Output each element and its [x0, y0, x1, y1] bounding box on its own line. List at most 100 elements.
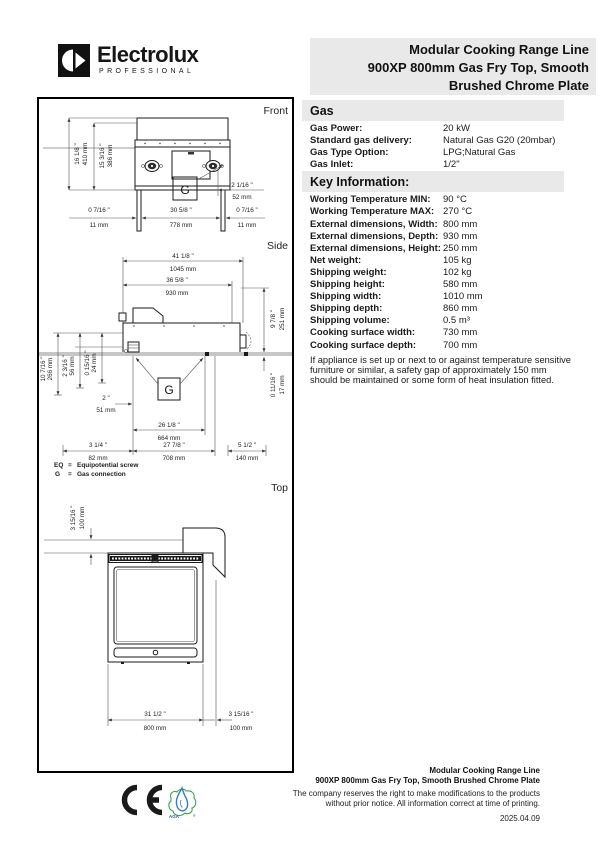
spec-value: 700 mm	[443, 339, 478, 351]
dim-label: 0 7/16 "	[88, 207, 110, 214]
dim-label: 11 mm	[238, 222, 257, 229]
aga-certification-icon: AGA ®	[165, 783, 199, 826]
spec-row: External dimensions, Height:250 mm	[302, 243, 564, 255]
dim-label: 2 3/16 "	[62, 355, 69, 377]
aga-label: AGA	[169, 814, 180, 819]
spec-row: Working Temperature MIN: 90 °C	[302, 194, 564, 206]
spec-value: 102 kg	[443, 266, 472, 278]
safety-note: If appliance is set up or next to or aga…	[310, 354, 571, 385]
spec-row: Shipping depth: 860 mm	[302, 303, 564, 315]
spec-label: External dimensions, Width:	[310, 218, 438, 230]
legend-g-value: Gas connection	[77, 471, 126, 478]
legend-g-sep: =	[68, 471, 72, 478]
dim-label: 9 7/8 "	[270, 310, 277, 328]
dim-label: 36 5/8 "	[166, 277, 188, 284]
footer-product-line-1: Modular Cooking Range Line	[429, 766, 540, 775]
footer-disclaimer-line-2: without prior notice. All information co…	[325, 798, 540, 808]
dim-label: 251 mm	[279, 308, 286, 331]
spec-value: 90 °C	[443, 194, 467, 206]
spec-label: Shipping depth:	[310, 303, 383, 315]
spec-label: Cooking surface width:	[310, 327, 416, 339]
gas-connection-callout: G	[180, 183, 189, 197]
spec-label: Shipping height:	[310, 279, 385, 291]
legend-g-key: G	[55, 471, 60, 478]
spec-value: 250 mm	[443, 242, 478, 254]
spec-value: 1010 mm	[443, 291, 483, 303]
spec-row: Gas Power:20 kW	[302, 123, 564, 135]
legend-eq-key: EQ	[54, 462, 63, 469]
gas-connection-callout: G	[164, 383, 173, 397]
spec-value: 20 kW	[443, 123, 470, 134]
title-line-1: Modular Cooking Range Line	[409, 42, 589, 57]
gas-section-header: Gas	[302, 100, 564, 121]
spec-label: Net weight:	[310, 254, 362, 266]
spec-value: 580 mm	[443, 279, 478, 291]
key-information-rows: Working Temperature MIN: 90 °C Working Te…	[302, 192, 564, 351]
side-view-drawing: Side 41 1/8 " 1045 mm 36 5/8 " 930 mm	[39, 240, 292, 462]
dim-label: 51 mm	[96, 407, 115, 414]
document-title: Modular Cooking Range Line 900XP 800mm G…	[310, 38, 596, 95]
dim-label: 2 1/16 "	[231, 182, 253, 189]
spec-value: 930 mm	[443, 230, 478, 242]
footer-product-line-2: 900XP 800mm Gas Fry Top, Smooth Brushed …	[315, 775, 540, 785]
dim-label: 800 mm	[144, 725, 167, 732]
dim-label: 386 mm	[107, 145, 114, 168]
spec-value: 800 mm	[443, 218, 478, 230]
spec-row: Cooking surface width: 730 mm	[302, 327, 564, 339]
spec-value: LPG;Natural Gas	[443, 147, 516, 159]
dim-label: 100 mm	[230, 725, 253, 732]
dim-label: 5 1/2 "	[238, 442, 256, 449]
spec-row: Gas Inlet: 1/2"	[302, 159, 564, 171]
aga-registered-mark: ®	[193, 814, 196, 818]
dim-label: 17 mm	[279, 375, 286, 394]
spec-row: External dimensions, Width: 800 mm	[302, 219, 564, 231]
spec-label: Working Temperature MIN:	[310, 194, 431, 206]
dim-label: 664 mm	[158, 435, 181, 442]
spec-row: Shipping height: 580 mm	[302, 279, 564, 291]
spec-row: Shipping width:1010 mm	[302, 291, 564, 303]
dim-label: 26 1/8 "	[158, 422, 180, 429]
spec-label: Shipping weight:	[310, 266, 387, 278]
spec-value: 105 kg	[443, 254, 472, 266]
spec-label: Gas Inlet:	[310, 159, 354, 171]
dim-label: 410 mm	[82, 143, 89, 166]
spec-label: Shipping volume:	[310, 315, 390, 327]
legend-eq-sep: =	[68, 462, 72, 469]
dim-label: 41 1/8 "	[172, 253, 194, 260]
spec-row: Shipping volume:0.5 m³	[302, 315, 564, 327]
spec-label: External dimensions, Depth:	[310, 230, 439, 242]
specifications-column: Gas Gas Power:20 kW Standard gas deliver…	[302, 100, 571, 385]
footer-disclaimer-line-1: The company reserves the right to make m…	[292, 789, 540, 798]
dim-label: 0 7/16 "	[236, 207, 258, 214]
spec-value: 730 mm	[443, 327, 478, 339]
dim-label: 52 mm	[232, 194, 251, 201]
dim-label: 140 mm	[236, 455, 259, 462]
top-view-label: Top	[271, 482, 288, 494]
spec-value: 270 °C	[443, 206, 473, 218]
spec-value: 1/2"	[443, 159, 460, 171]
worktop-line	[39, 352, 292, 356]
spec-row: External dimensions, Depth: 930 mm	[302, 231, 564, 243]
drawing-legend: EQ = Equipotential screw G = Gas connect…	[54, 462, 139, 478]
dim-label: 930 mm	[166, 290, 189, 297]
gas-spec-rows: Gas Power:20 kW Standard gas delivery:Na…	[302, 121, 564, 171]
footer-text-block: Modular Cooking Range Line 900XP 800mm G…	[210, 766, 540, 823]
brand-subtitle: PROFESSIONAL	[99, 68, 195, 75]
dim-label: 266 mm	[47, 358, 54, 381]
title-line-3: Brushed Chrome Plate	[448, 78, 589, 93]
dim-label: 100 mm	[79, 507, 86, 530]
dim-label: 31 1/2 "	[144, 711, 166, 718]
ce-mark-icon	[113, 783, 165, 822]
spec-label: Gas Type Option:	[310, 147, 389, 159]
spec-row: Shipping weight: 102 kg	[302, 267, 564, 279]
top-view-drawing: Top 3 15/16 " 100 mm	[44, 482, 288, 732]
spec-value: 860 mm	[443, 303, 478, 315]
dim-label: 24 mm	[91, 353, 98, 372]
dim-label: 708 mm	[163, 455, 186, 462]
dim-label: 11 mm	[90, 222, 109, 229]
electrolux-logo-icon	[58, 44, 90, 77]
spec-label: Working Temperature MAX:	[310, 206, 435, 218]
dim-label: 30 5/8 "	[170, 207, 192, 214]
spec-label: External dimensions, Height:	[310, 242, 441, 254]
